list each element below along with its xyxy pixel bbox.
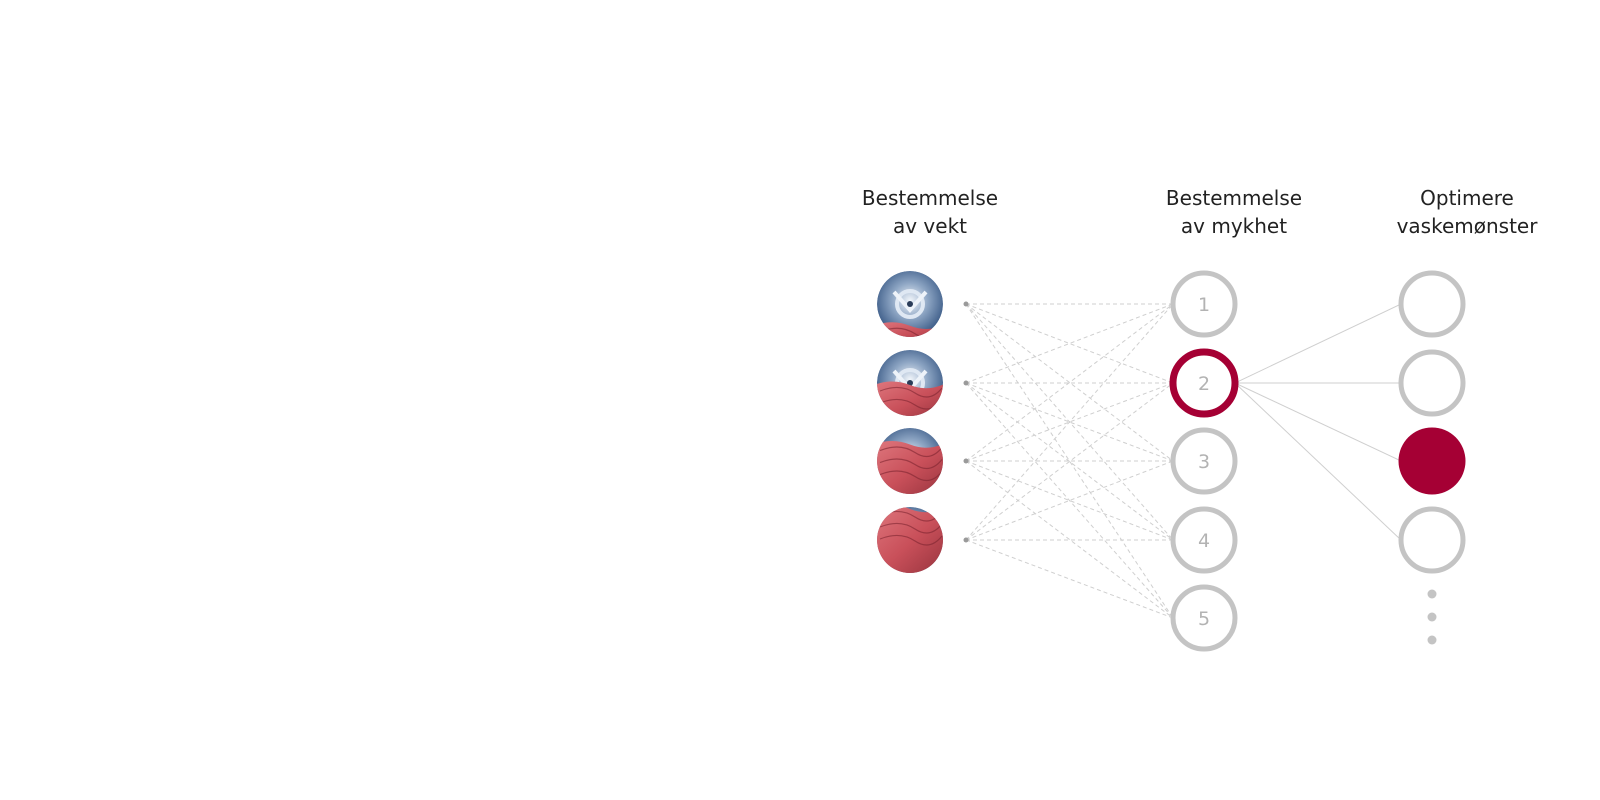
- softness-level-label: 4: [1198, 530, 1210, 552]
- pattern-node-selected: [1398, 427, 1466, 495]
- softness-level-1: 1: [1170, 270, 1238, 338]
- pattern-node: [1398, 506, 1466, 574]
- weight-nodes: [877, 271, 969, 573]
- pattern-nodes: [1398, 270, 1466, 645]
- weight-output-dot: [963, 301, 969, 307]
- dashed-connection: [965, 460, 1174, 619]
- dashed-connection: [965, 382, 1174, 462]
- dashed-connection: [965, 303, 1174, 462]
- dashed-connection: [965, 303, 1174, 541]
- softness-node-selected: [1169, 348, 1239, 418]
- dashed-connection: [965, 303, 1174, 384]
- softness-level-4: 4: [1170, 506, 1238, 574]
- weight-output-dot: [963, 458, 969, 464]
- column-title-optimize: Optimere vaskemønster: [1357, 184, 1577, 240]
- drum-with-little-laundry-icon: [877, 271, 943, 337]
- drum-with-much-laundry-icon: [877, 428, 943, 494]
- column-title-optimize-line1: Optimere: [1420, 186, 1514, 210]
- column-title-weight: Bestemmelse av vekt: [820, 184, 1040, 240]
- column-title-softness-line1: Bestemmelse: [1165, 186, 1303, 210]
- more-patterns-ellipsis: [1427, 589, 1437, 645]
- pattern-node: [1398, 270, 1466, 338]
- softness-level-5: 5: [1170, 584, 1238, 652]
- softness-node: [1170, 427, 1238, 495]
- dashed-connection: [965, 460, 1174, 541]
- softness-node: [1170, 506, 1238, 574]
- column-title-weight-line1: Bestemmelse: [861, 186, 999, 210]
- solid-connection: [1234, 303, 1402, 384]
- column-title-softness-line2: av mykhet: [1180, 214, 1288, 238]
- softness-level-label: 5: [1198, 608, 1210, 630]
- softness-level-label: 3: [1198, 451, 1210, 473]
- softness-level-label: 1: [1198, 294, 1210, 316]
- column-title-optimize-line2: vaskemønster: [1396, 214, 1538, 238]
- weight-output-dot: [963, 537, 969, 543]
- dashed-connection: [965, 303, 1174, 384]
- softness-node: [1170, 584, 1238, 652]
- softness-level-3: 3: [1170, 427, 1238, 495]
- drum-with-some-laundry-icon: [877, 350, 943, 416]
- weight-output-dot: [963, 380, 969, 386]
- softness-level-2: 2: [1169, 348, 1239, 418]
- pattern-node: [1398, 349, 1466, 417]
- dashed-connection: [965, 382, 1174, 462]
- drum-full-of-laundry-icon: [877, 507, 943, 573]
- dashed-connection: [965, 539, 1174, 619]
- dashed-connection: [965, 460, 1174, 541]
- solid-connection: [1234, 382, 1402, 541]
- dashed-connection: [965, 382, 1174, 619]
- softness-node: [1170, 270, 1238, 338]
- weight-to-softness-connections: [965, 303, 1174, 619]
- solid-connection: [1234, 382, 1402, 462]
- softness-level-label: 2: [1198, 373, 1210, 395]
- softness-nodes: 1 2 3 4 5: [1169, 270, 1239, 652]
- dashed-connection: [965, 382, 1174, 541]
- column-title-softness: Bestemmelse av mykhet: [1124, 184, 1344, 240]
- column-title-weight-line2: av vekt: [892, 214, 967, 238]
- softness-to-pattern-connections: [1234, 303, 1402, 541]
